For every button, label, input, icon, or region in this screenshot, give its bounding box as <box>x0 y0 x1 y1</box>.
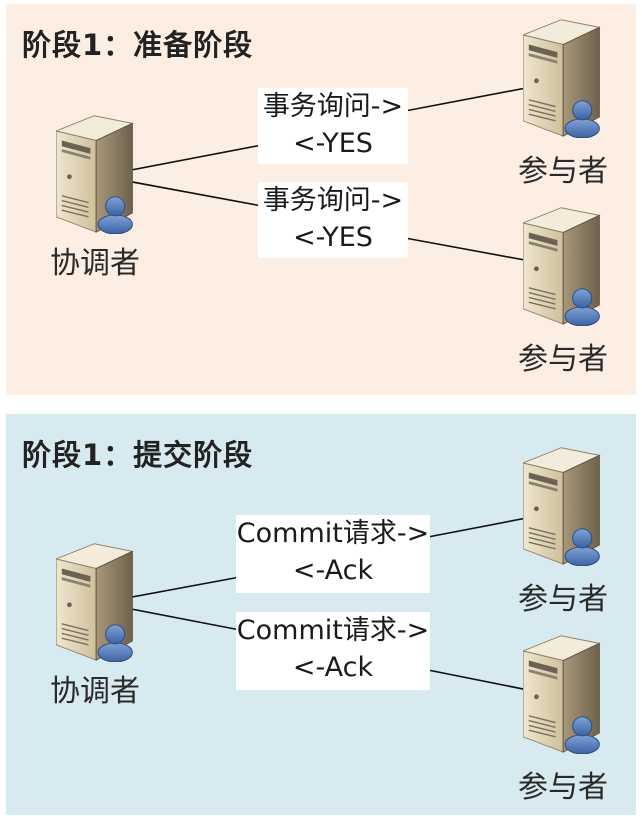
commit-message-top: Commit请求-> <-Ack <box>236 515 430 593</box>
prepare-coordinator-label: 协调者 <box>50 246 140 281</box>
commit-coordinator-label: 协调者 <box>50 674 140 709</box>
prepare-message-bottom: 事务询问-> <-YES <box>258 182 408 258</box>
coordinator-server-icon <box>56 110 142 234</box>
participant-server-icon <box>523 630 609 754</box>
prepare-message-top-request: 事务询问-> <box>262 91 404 122</box>
commit-participant-top-label: 参与者 <box>518 582 608 617</box>
prepare-participant-top-label: 参与者 <box>518 154 608 189</box>
participant-server-icon <box>523 14 609 138</box>
prepare-message-bottom-reply: <-YES <box>293 222 373 253</box>
commit-phase-title: 阶段1：提交阶段 <box>22 438 254 472</box>
participant-server-icon <box>523 202 609 326</box>
participant-server-icon <box>523 442 609 566</box>
prepare-phase-title: 阶段1：准备阶段 <box>22 28 254 62</box>
prepare-message-bottom-request: 事务询问-> <box>262 185 404 216</box>
commit-message-top-reply: <-Ack <box>292 555 374 586</box>
prepare-message-top: 事务询问-> <-YES <box>258 88 408 164</box>
commit-message-bottom-request: Commit请求-> <box>236 615 430 646</box>
commit-message-bottom: Commit请求-> <-Ack <box>236 612 430 690</box>
prepare-message-top-reply: <-YES <box>293 128 373 159</box>
commit-message-top-request: Commit请求-> <box>236 518 430 549</box>
prepare-participant-bottom-label: 参与者 <box>518 342 608 377</box>
coordinator-server-icon <box>56 538 142 662</box>
commit-message-bottom-reply: <-Ack <box>292 652 374 683</box>
commit-participant-bottom-label: 参与者 <box>518 770 608 805</box>
